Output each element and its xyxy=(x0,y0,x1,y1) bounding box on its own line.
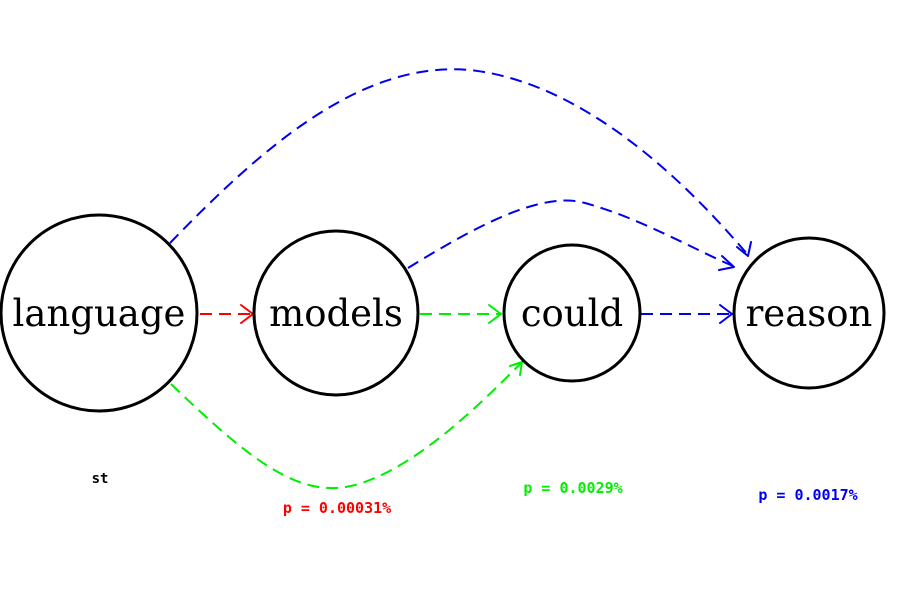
edge-language-could-arrowhead xyxy=(509,361,523,376)
node-reason-label: reason xyxy=(746,292,873,335)
node-language-label: language xyxy=(13,292,186,335)
edge-models-reason xyxy=(407,199,734,269)
probability-label-green: p = 0.0029% xyxy=(523,479,622,497)
node-reason-circle xyxy=(732,236,886,390)
edge-language-could xyxy=(170,362,522,490)
probability-label-blue: p = 0.0017% xyxy=(758,486,857,504)
edges xyxy=(169,68,752,490)
node-models: models xyxy=(252,229,420,397)
node-reason: reason xyxy=(732,236,886,390)
edge-language-reason-arrowhead xyxy=(736,241,752,257)
st-tag-label: st xyxy=(92,471,109,487)
node-could: could xyxy=(502,243,642,383)
node-language: language xyxy=(0,213,199,413)
node-language-circle xyxy=(0,213,199,413)
node-could-circle xyxy=(502,243,642,383)
edge-language-reason xyxy=(169,68,749,256)
node-could-label: could xyxy=(521,292,623,335)
node-models-label: models xyxy=(269,292,403,335)
edge-models-reason-arrowhead xyxy=(718,255,735,271)
edge-could-reason-arrowhead xyxy=(719,304,733,324)
node-models-circle xyxy=(252,229,420,397)
edge-models-could-arrowhead xyxy=(488,304,502,324)
probability-label-red: p = 0.00031% xyxy=(283,499,391,517)
